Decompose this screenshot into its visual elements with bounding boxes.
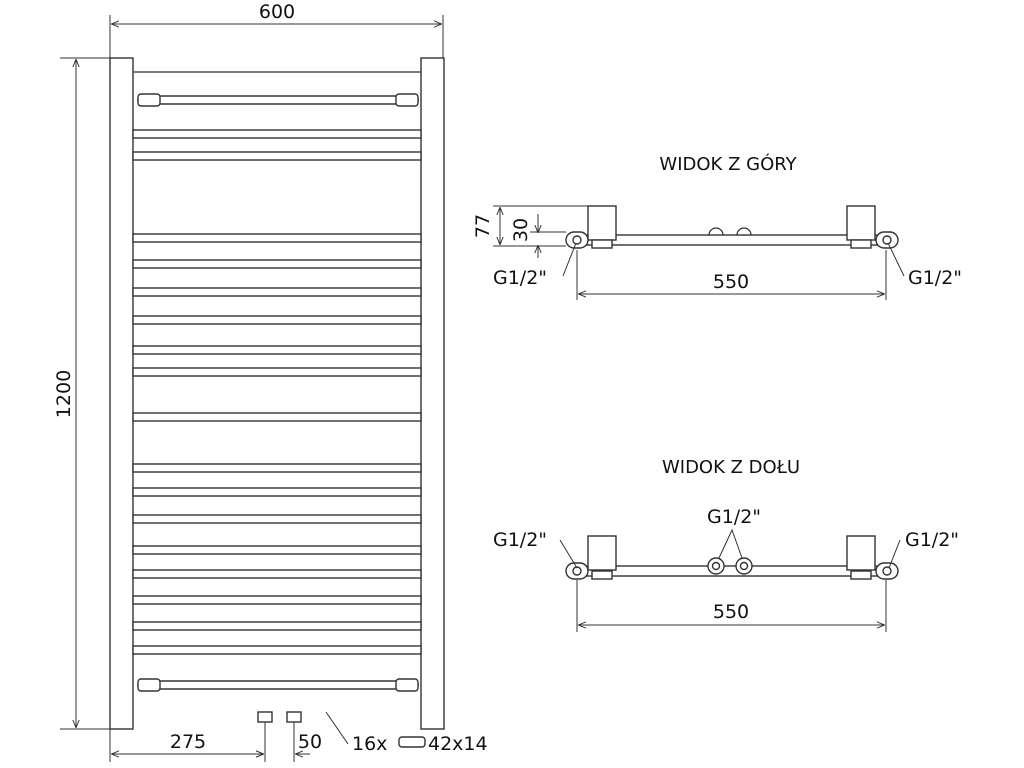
offset-label: 275 (170, 731, 206, 753)
towel-bar (132, 233, 422, 243)
leader-line (562, 242, 577, 277)
bottom-span-label: 550 (713, 601, 749, 623)
bar-section-icon (398, 736, 426, 748)
top-span-label: 550 (713, 271, 749, 293)
towel-bar (132, 151, 422, 161)
bottom-view-title: WIDOK Z DOŁU (662, 457, 800, 478)
towel-bar (132, 287, 422, 297)
front-view: 600 1200 (53, 1, 488, 762)
wall-bracket-left (587, 535, 617, 571)
bracket-base-right (850, 570, 872, 580)
bracket-base-right (850, 239, 872, 249)
bracket-base-left (591, 570, 613, 580)
towel-bar (132, 463, 422, 473)
top-left-connection: G1/2" (493, 267, 547, 289)
wall-bracket-right (395, 678, 419, 692)
valve-hint-right (736, 227, 752, 236)
wall-bracket-right (846, 535, 876, 571)
towel-bar (132, 514, 422, 524)
port-right (882, 566, 892, 576)
width-label: 600 (259, 1, 295, 23)
height-label: 1200 (53, 370, 75, 418)
radiator-body (577, 234, 889, 246)
wall-bracket-right (395, 93, 419, 107)
bracket-base-left (591, 239, 613, 249)
towel-bar (132, 595, 422, 605)
round-bar (137, 680, 419, 690)
wall-bracket-right (846, 205, 876, 241)
valve-right (286, 711, 302, 723)
bottom-right-connection: G1/2" (905, 529, 959, 551)
towel-bars (132, 129, 422, 655)
bottom-center-connection: G1/2" (707, 506, 761, 528)
valve-left (257, 711, 273, 723)
bottom-valves (257, 711, 302, 723)
bottom-round-bar (137, 678, 419, 692)
valve-bore-left (711, 561, 721, 571)
bottom-left-connection: G1/2" (493, 529, 547, 551)
towel-bar (132, 645, 422, 655)
valve-bore-right (739, 561, 749, 571)
towel-bar (132, 487, 422, 497)
round-bar (137, 95, 419, 105)
bottom-view: WIDOK Z DOŁU G1/2" G1/2" G1/2" 550 (493, 457, 959, 632)
depth-pipe-label: 30 (510, 218, 532, 242)
towel-bar (132, 259, 422, 269)
towel-bar (132, 315, 422, 325)
top-round-bar (137, 93, 419, 107)
port-right (882, 235, 892, 245)
top-view: WIDOK Z GÓRY 77 30 G1/2" G1/2" (472, 153, 962, 300)
top-view-title: WIDOK Z GÓRY (659, 153, 797, 175)
valve-hint-left (708, 227, 724, 236)
right-rail (420, 57, 445, 730)
top-right-connection: G1/2" (908, 267, 962, 289)
towel-bar (132, 412, 422, 422)
leader-line (888, 539, 901, 569)
wall-bracket-left (587, 205, 617, 241)
wall-bracket-left (137, 678, 161, 692)
leader-line (718, 528, 743, 559)
towel-bar (132, 545, 422, 555)
towel-bar (132, 129, 422, 139)
leader-line (559, 539, 578, 569)
towel-bar (132, 569, 422, 579)
leader-line (325, 711, 349, 745)
port-left (572, 235, 582, 245)
towel-bar (132, 367, 422, 377)
wall-bracket-left (137, 93, 161, 107)
radiator-body (577, 565, 889, 577)
towel-bar (132, 621, 422, 631)
port-left (572, 566, 582, 576)
bars-size: 42x14 (428, 733, 488, 755)
depth-total-label: 77 (472, 214, 494, 238)
left-rail (109, 57, 134, 730)
towel-bar (132, 345, 422, 355)
leader-line (887, 242, 905, 277)
spacing-label: 50 (298, 731, 322, 753)
bars-prefix: 16x (352, 733, 387, 755)
